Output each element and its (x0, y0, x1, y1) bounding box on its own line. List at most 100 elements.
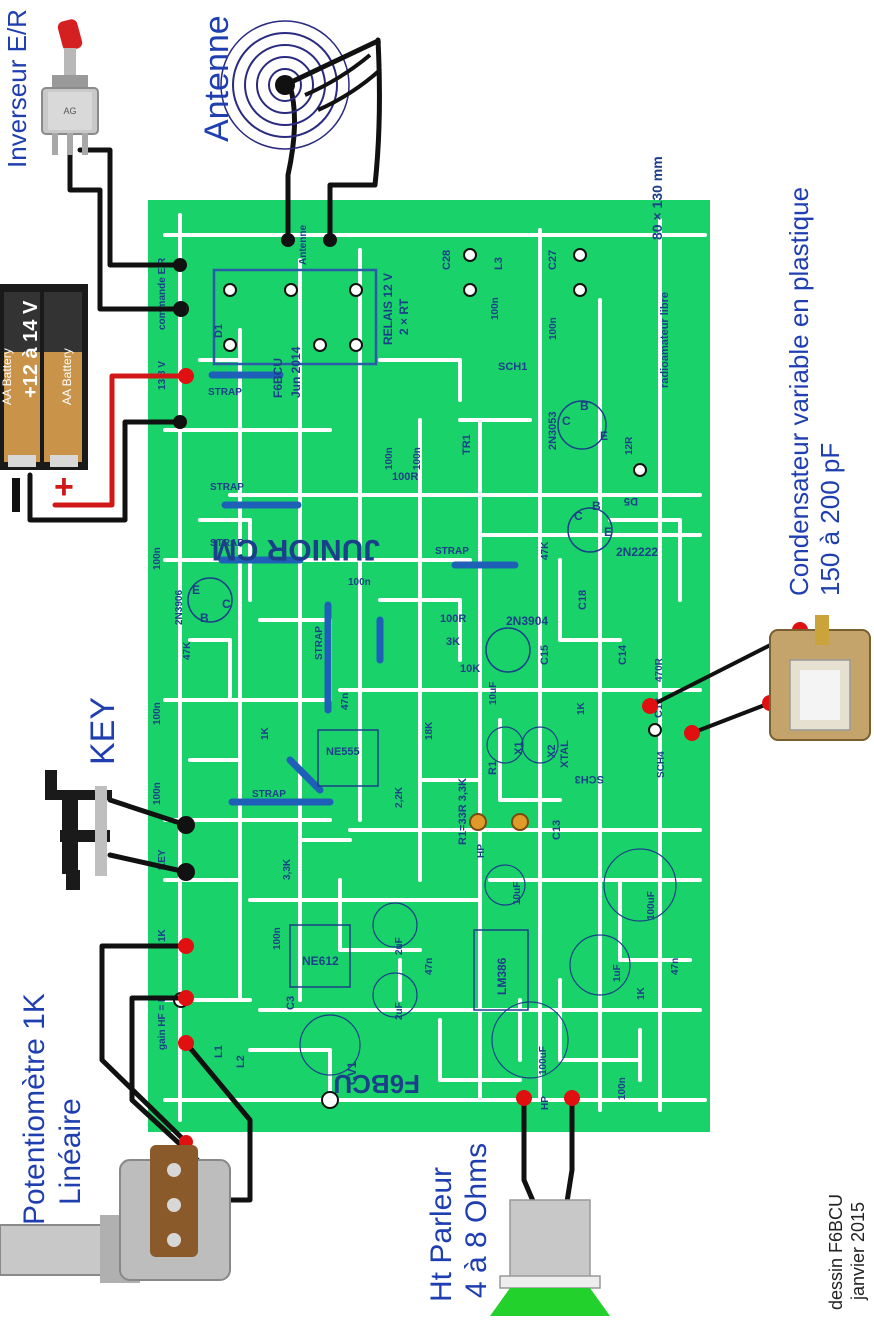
l2-text: L2 (235, 1055, 247, 1068)
pcb-date-text: Jun 2014 (289, 346, 303, 398)
v100uf-1: 100uF (646, 891, 657, 920)
l1-text: L1 (213, 1045, 225, 1058)
v100n-3: 100n (384, 447, 395, 470)
strap-label-3: STRAP (210, 538, 244, 549)
t-2n3906-outline (187, 577, 233, 623)
v100r-2: 100R (440, 613, 466, 625)
v3k-text: 3K (446, 636, 460, 648)
c14-text: C14 (617, 644, 629, 665)
pcb-gain-text: gain HF = P (157, 995, 168, 1050)
battery-cell-label-1: AA Battery (0, 348, 14, 405)
battery-minus-label: - (12, 478, 20, 512)
strap-jumpers (208, 371, 519, 806)
relay-outline (212, 268, 378, 366)
battery-minus-wire (27, 419, 183, 523)
svg-text:AG: AG (63, 106, 76, 116)
v1k-1: 1K (576, 701, 587, 715)
potentiometer (0, 1145, 231, 1283)
pin-e-1: E (600, 429, 608, 443)
isolation-gaps (163, 213, 707, 1122)
v1k-3: 1K (260, 726, 271, 740)
lm386-text: LM386 (495, 957, 509, 995)
r1-text: R1 (487, 761, 499, 775)
key-wire-2 (107, 852, 189, 875)
sch3-text: SCH3 (575, 773, 604, 785)
v100n-1: 100n (490, 297, 501, 320)
pcb-author-text: F6BCU (271, 358, 285, 398)
v22k-text: 2,2K (394, 786, 405, 808)
v100uf-2: 100uF (538, 1046, 549, 1075)
v47k-1: 47K (540, 541, 551, 560)
v10uf-2: 10uF (488, 682, 499, 705)
v100n-7: 100n (152, 702, 163, 725)
sch4-text: SCH4 (656, 751, 667, 778)
speaker-wire-1 (521, 1095, 539, 1211)
v10k-text: 10K (460, 663, 480, 675)
pad-antenne-1 (281, 233, 295, 247)
speaker (490, 1199, 610, 1316)
capacitor-label-2: 150 à 200 pF (815, 442, 845, 596)
strap-label-2: STRAP (210, 482, 244, 493)
v47n-3: 47n (670, 958, 681, 975)
variable-capacitor (769, 615, 871, 741)
ne612-outline (289, 924, 351, 988)
pin-b-2: B (592, 499, 601, 513)
v2uf-1: 2uF (394, 937, 405, 955)
2n2222-text: 2N2222 (616, 545, 658, 559)
cap-2uf-2 (372, 972, 418, 1018)
pad-hp-1 (516, 1090, 532, 1106)
switch-label: Inverseur E/R (2, 9, 32, 168)
toggle-switch: AG (41, 19, 99, 155)
pad-hp-board-1 (469, 813, 487, 831)
antenna-label: Antenne (198, 15, 236, 142)
v10uf-1: 10uF (512, 882, 523, 905)
wires (27, 37, 802, 1211)
lm386-outline (473, 929, 529, 1011)
c27-text: C27 (547, 250, 559, 270)
v47n-2: 47n (424, 958, 435, 975)
strap-label-6: STRAP (314, 626, 325, 660)
electrolytic-caps (299, 726, 677, 1079)
pcb-size-text: 80 × 130 mm (649, 156, 665, 240)
speaker-label-2: 4 à 8 Ohms (460, 1142, 493, 1298)
x1-text: X1 (513, 742, 525, 755)
v1k-2: 1K (636, 986, 647, 1000)
cap-100uf-2 (491, 1001, 569, 1079)
strap-label-4: STRAP (435, 546, 469, 557)
v12r-text: 12R (624, 436, 635, 455)
strap-label-1: STRAP (208, 387, 242, 398)
l3-text: L3 (493, 257, 505, 270)
battery-plus-wire (52, 373, 189, 508)
pad-commande-1 (173, 258, 187, 272)
strap-label-5: STRAP (252, 789, 286, 800)
pad-pot-3 (178, 1035, 194, 1051)
pot-label-1: Potentiomètre 1K (18, 993, 51, 1225)
ne555-outline (317, 729, 379, 787)
pcb-commande-text: commande E/R (157, 257, 168, 330)
pad-pot-1 (178, 938, 194, 954)
pin-c-3: C (222, 597, 231, 611)
2n3053-text: 2N3053 (547, 411, 559, 450)
pot-wire-2 (129, 995, 211, 1173)
battery-holder (0, 284, 88, 470)
speaker-wire-2 (563, 1095, 575, 1211)
v47n-1: 47n (340, 693, 351, 710)
v100n-2: 100n (548, 317, 559, 340)
speaker-label-1: Ht Parleur (425, 1166, 458, 1302)
board-title-text: JUNIOR CM (212, 533, 380, 566)
sch1-text: SCH1 (498, 361, 527, 373)
v470r-text: 470R (654, 657, 665, 682)
2n3906-text: 2N3906 (174, 590, 185, 625)
pot-wire-1 (99, 943, 189, 1145)
varcap-wire-2 (690, 701, 772, 735)
battery-voltage-label: +12 à 14 V (20, 300, 42, 398)
pad-key-2 (177, 863, 195, 881)
xtal-text: XTAL (559, 740, 571, 768)
cap-1uf (569, 934, 631, 996)
pcb-hp-text: HP (476, 844, 487, 858)
c13-text: C13 (551, 820, 563, 840)
morse-key (45, 770, 112, 890)
